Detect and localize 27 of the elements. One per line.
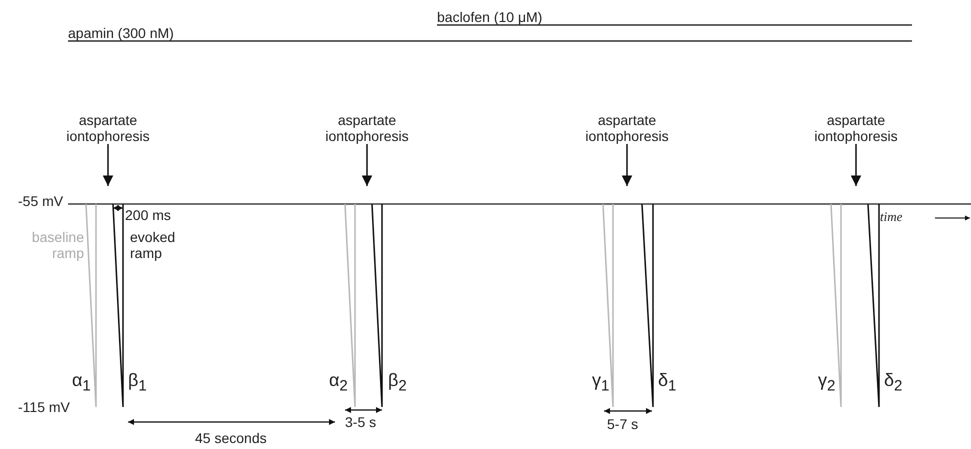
arrow: [850, 144, 862, 186]
stimulus-label: aspartate iontophoresis: [813, 112, 899, 144]
arrow: [102, 144, 114, 186]
arrow: [622, 144, 632, 186]
stimulus-label: aspartate iontophoresis: [584, 112, 670, 144]
stimulus-label: aspartate iontophoresis: [65, 112, 151, 144]
ramp-symbol: δ$_{2}$: [884, 370, 902, 397]
dimension-label: 200 ms: [125, 207, 171, 223]
axis-label: -55 mV: [18, 193, 64, 209]
axis-label: -115 mV: [18, 399, 70, 415]
ramp-label: evoked ramp: [130, 229, 176, 261]
drug-label: apamin (300 nM): [68, 25, 174, 41]
ramp-symbol: β$_{2}$: [388, 370, 407, 397]
drug-label: baclofen (10 μM): [437, 9, 542, 25]
axis-label: time: [880, 209, 902, 225]
dimension-label: 3-5 s: [345, 414, 376, 430]
ramp-symbol: α$_{2}$: [329, 370, 348, 397]
stimulus-label: aspartate iontophoresis: [324, 112, 410, 144]
ramp-symbol: α$_{1}$: [72, 370, 91, 397]
ramp-symbol: β$_{1}$: [128, 370, 147, 397]
dimension-label: 45 seconds: [195, 430, 267, 446]
arrow: [362, 144, 372, 186]
ramp-symbol: γ$_{2}$: [818, 370, 836, 397]
dimension-label: 5-7 s: [607, 416, 638, 432]
ramp-symbol: δ$_{1}$: [658, 370, 676, 397]
ramp-symbol: γ$_{1}$: [592, 370, 610, 397]
ramp-label: baseline ramp: [30, 229, 84, 261]
